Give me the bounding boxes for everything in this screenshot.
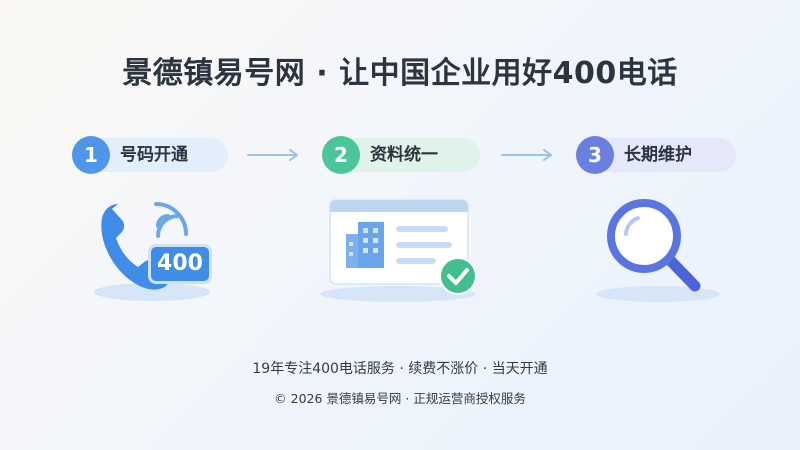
step-3-number: 3 <box>576 136 614 174</box>
step-1: 号码开通 1 <box>72 136 232 174</box>
arrow-right-icon <box>501 149 552 161</box>
step-3-label: 长期维护 <box>624 145 692 165</box>
step-2-number: 2 <box>322 136 360 174</box>
step-2-label: 资料统一 <box>370 145 438 165</box>
step-1-number: 1 <box>72 136 110 174</box>
step-2: 资料统一 2 <box>322 136 492 174</box>
document-illustration <box>318 196 488 306</box>
step-2-pill: 资料统一 <box>336 138 480 172</box>
step-1-label: 号码开通 <box>120 145 188 165</box>
step-3-pill: 长期维护 <box>590 138 736 172</box>
step-3: 长期维护 3 <box>576 136 746 174</box>
footer-tagline: 19年专注400电话服务 · 续费不涨价 · 当天开通 <box>252 361 548 377</box>
check-icon <box>439 257 477 295</box>
phone-illustration: 400 <box>84 196 234 306</box>
signal-icon <box>154 202 188 238</box>
footer-copyright: © 2026 景德镇易号网 · 正规运营商授权服务 <box>274 391 526 406</box>
magnifier-icon <box>607 199 701 292</box>
building-icon <box>346 222 384 268</box>
phone-badge: 400 <box>148 244 212 284</box>
arrow-right-icon <box>247 149 298 161</box>
magnifier-illustration <box>584 196 734 306</box>
page-title: 景德镇易号网 · 让中国企业用好400电话 <box>122 56 678 91</box>
